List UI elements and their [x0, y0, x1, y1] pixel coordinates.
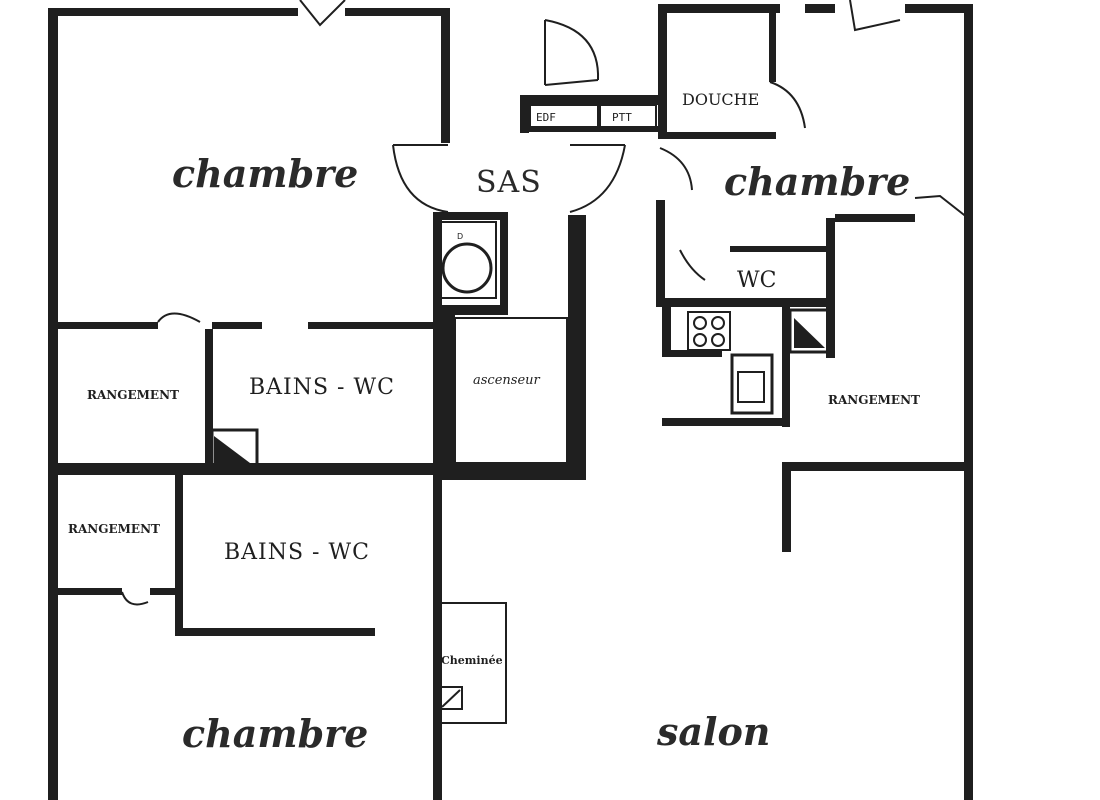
- cheminee-vent-icon: [439, 686, 463, 710]
- shaft-right-icon: [794, 318, 825, 348]
- burner-icon: [693, 333, 707, 347]
- wall-boiler-bottom: [433, 305, 508, 315]
- meter-label-ptt: PTT: [612, 111, 632, 124]
- wall-top-right-3: [805, 4, 835, 13]
- wall-wc-right: [826, 218, 835, 358]
- door-window-top-right: [849, 0, 901, 32]
- boiler-label: D: [457, 232, 463, 241]
- wall-chambre-bottom-3: [308, 322, 436, 329]
- wall-top-left: [48, 8, 298, 16]
- wall-salon-stub: [782, 462, 791, 552]
- wall-rangement-left-divider: [205, 329, 213, 469]
- labels: chambre SAS chambre DOUCHE WC RANGEMENT …: [68, 90, 920, 756]
- wall-rangement-lower-bottom: [58, 588, 122, 595]
- room-label-bains-wc-lower: BAINS - WC: [224, 540, 370, 565]
- wall-top-right-2: [905, 4, 973, 13]
- wall-wc-top: [730, 246, 834, 252]
- sink: [730, 353, 774, 415]
- door-sas-right: [569, 144, 626, 213]
- wall-bains-lower-left: [175, 475, 183, 635]
- burner-icon: [711, 333, 725, 347]
- door-entry-arc: [544, 19, 600, 81]
- wall-kitchen-bottom-2: [662, 418, 790, 426]
- door-chambre-right: [659, 147, 693, 191]
- door-rangement-lower: [121, 591, 149, 606]
- door-rangement-left: [157, 312, 201, 323]
- wall-elevator-right: [568, 215, 586, 480]
- room-label-salon: salon: [656, 709, 770, 754]
- meter-label-edf: EDF: [536, 111, 556, 124]
- room-label-rangement-right: RANGEMENT: [828, 393, 920, 407]
- wall-bains-lower-bottom: [175, 628, 375, 636]
- wall-top-left-2: [345, 8, 445, 16]
- wall-rangement-lower-bottom-2: [150, 588, 180, 595]
- wall-meters-top: [520, 95, 660, 105]
- wall-mid-left: [58, 463, 440, 475]
- wall-chambre-right-left: [656, 200, 665, 305]
- meter-edf-box: [529, 104, 599, 128]
- wall-kitchen-left: [662, 307, 671, 357]
- door-wc: [679, 249, 706, 281]
- wall-rangement-right-bottom: [782, 462, 972, 471]
- wall-chambre-bottom-right: [835, 214, 915, 222]
- burner-icon: [693, 316, 707, 330]
- wall-wc-bottom: [656, 298, 834, 307]
- shaft-left-icon: [214, 436, 250, 463]
- meter-ptt-box: [599, 104, 657, 128]
- boiler-icon: [441, 242, 493, 294]
- room-label-rangement-left-lower: RANGEMENT: [68, 522, 160, 536]
- room-label-rangement-left-upper: RANGEMENT: [87, 388, 179, 402]
- shaft-left: [210, 428, 259, 467]
- wall-top-right-1: [660, 4, 780, 13]
- wall-boiler-right: [500, 212, 508, 312]
- cooktop: [687, 311, 731, 351]
- sink-basin: [737, 371, 765, 403]
- wall-core-left: [433, 212, 442, 800]
- room-label-ascenseur: ascenseur: [473, 373, 541, 388]
- wall-meters-left: [520, 95, 529, 133]
- cheminee-vent-diagonal: [441, 689, 461, 708]
- wall-chambre-right: [441, 8, 450, 143]
- boiler-box: [439, 221, 497, 299]
- door-window-top-left: [299, 0, 346, 27]
- wall-chambre-bottom-1: [58, 322, 158, 329]
- room-label-bains-wc-upper: BAINS - WC: [249, 375, 395, 400]
- wall-boiler-top: [433, 212, 507, 220]
- door-sas-left: [392, 144, 449, 213]
- wall-kitchen-bottom-1: [662, 350, 722, 357]
- wall-kitchen-right: [782, 307, 790, 427]
- wall-elevator-left: [433, 305, 455, 465]
- room-label-chambre-top-right: chambre: [724, 159, 910, 204]
- room-label-douche: DOUCHE: [682, 90, 759, 109]
- room-label-chambre-top-left: chambre: [172, 151, 358, 196]
- cheminee-box: [437, 602, 507, 724]
- door-entry-close: [544, 79, 599, 86]
- door-douche: [769, 81, 806, 129]
- room-label-sas: SAS: [476, 165, 542, 200]
- doors: [121, 0, 969, 606]
- wall-douche-left: [658, 4, 667, 139]
- burner-icon: [711, 316, 725, 330]
- room-label-chambre-bottom-left: chambre: [182, 711, 368, 756]
- wall-right-exterior: [964, 8, 973, 800]
- room-label-cheminee: Cheminée: [441, 654, 503, 667]
- wall-chambre-bottom-2: [212, 322, 262, 329]
- wall-meters-bottom: [520, 126, 660, 132]
- wall-douche-bottom: [658, 132, 776, 139]
- fixtures: D: [210, 104, 830, 724]
- shaft-right: [788, 308, 830, 354]
- door-rangement-right: [914, 194, 969, 219]
- wall-douche-right: [769, 4, 776, 82]
- wall-elevator-bottom: [440, 462, 586, 480]
- wall-left-exterior: [48, 8, 58, 800]
- room-label-wc: WC: [737, 268, 776, 293]
- elevator-shaft: [454, 317, 568, 464]
- walls: [48, 4, 973, 800]
